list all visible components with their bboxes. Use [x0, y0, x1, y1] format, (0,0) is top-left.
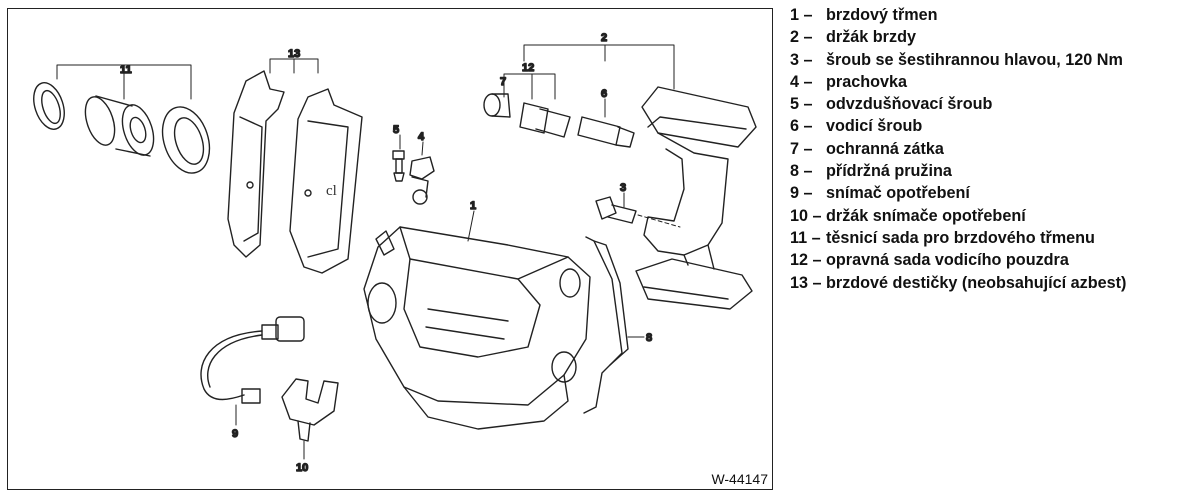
legend-label: přídržná pružina — [826, 162, 952, 181]
legend-number: 7 – — [790, 139, 813, 158]
part-seal-kit — [33, 64, 211, 174]
part-brake-caliper — [363, 210, 591, 430]
legend-number: 11 – — [790, 228, 821, 247]
part-retaining-spring — [583, 236, 645, 414]
part-brake-carrier — [635, 86, 757, 310]
callout-8: 8 — [646, 332, 652, 344]
legend-label: vodicí šroub — [826, 117, 923, 136]
legend-label: ochranná zátka — [826, 139, 944, 158]
callout-3: 3 — [620, 182, 626, 194]
legend-item-6: 6 – vodicí šroub — [790, 115, 1180, 137]
legend-label: snímač opotřebení — [826, 184, 970, 203]
callout-2: 2 — [601, 32, 607, 44]
legend-number: 5 – — [790, 95, 813, 114]
pad-marking: cl — [326, 183, 337, 199]
legend-item-4: 4 – prachovka — [790, 71, 1180, 93]
legend-label: držák brzdy — [826, 28, 916, 47]
legend-item-10: 10 – držák snímače opotřebení — [790, 205, 1180, 227]
legend-item-12: 12 – opravná sada vodicího pouzdra — [790, 249, 1180, 271]
callout-6: 6 — [601, 88, 607, 100]
part-hex-bolt — [595, 192, 681, 228]
legend-label: odvzdušňovací šroub — [826, 95, 993, 114]
legend-item-9: 9 – snímač opotřebení — [790, 182, 1180, 204]
part-bleed-screw — [392, 134, 405, 182]
legend-label: držák snímače opotřebení — [826, 206, 1026, 225]
legend-item-8: 8 – přídržná pružina — [790, 160, 1180, 182]
legend-item-2: 2 – držák brzdy — [790, 26, 1180, 48]
legend-number: 10 – — [790, 206, 822, 225]
exploded-diagram: cl — [7, 8, 773, 490]
legend-number: 13 – — [790, 273, 822, 292]
part-guide-kit — [483, 44, 675, 148]
callout-13: 13 — [288, 48, 300, 60]
legend-item-13: 13 – brzdové destičky (neobsahující azbe… — [790, 272, 1180, 294]
callout-7: 7 — [500, 76, 506, 88]
legend-label: brzdové destičky (neobsahující azbest) — [826, 273, 1127, 292]
callout-12: 12 — [522, 62, 534, 74]
legend-item-1: 1 – brzdový třmen — [790, 4, 1180, 26]
legend-label: těsnicí sada pro brzdového třmenu — [826, 228, 1095, 247]
legend-number: 1 – — [790, 6, 813, 24]
part-dust-cap — [409, 141, 435, 205]
legend-item-7: 7 – ochranná zátka — [790, 138, 1180, 160]
callout-11: 11 — [120, 64, 132, 76]
legend-number: 6 – — [790, 117, 813, 136]
part-brake-pads: cl — [227, 58, 363, 274]
figure-code: W-44147 — [711, 471, 768, 487]
legend-number: 4 – — [790, 72, 813, 91]
legend-number: 12 – — [790, 251, 822, 270]
diagram-drawing: cl — [33, 31, 757, 475]
legend-number: 8 – — [790, 162, 813, 181]
callout-9: 9 — [232, 428, 238, 440]
legend-number: 3 – — [790, 50, 813, 69]
legend-label: brzdový třmen — [826, 6, 938, 24]
legend-item-11: 11 – těsnicí sada pro brzdového třmenu — [790, 227, 1180, 249]
legend-label: opravná sada vodicího pouzdra — [826, 251, 1069, 270]
callout-1: 1 — [470, 200, 476, 212]
callout-10: 10 — [296, 462, 308, 474]
legend-item-3: 3 – šroub se šestihrannou hlavou, 120 Nm — [790, 49, 1180, 71]
legend-label: prachovka — [826, 72, 907, 91]
part-sensor-holder — [281, 378, 339, 460]
callout-5: 5 — [393, 124, 399, 136]
callout-4: 4 — [418, 131, 425, 143]
legend-number: 2 – — [790, 28, 813, 47]
legend-item-5: 5 – odvzdušňovací šroub — [790, 93, 1180, 115]
part-wear-sensor — [200, 316, 305, 426]
legend-label: šroub se šestihrannou hlavou, 120 Nm — [826, 50, 1123, 69]
legend-number: 9 – — [790, 184, 813, 203]
parts-legend: 1 – brzdový třmen 2 – držák brzdy 3 – šr… — [790, 4, 1180, 294]
